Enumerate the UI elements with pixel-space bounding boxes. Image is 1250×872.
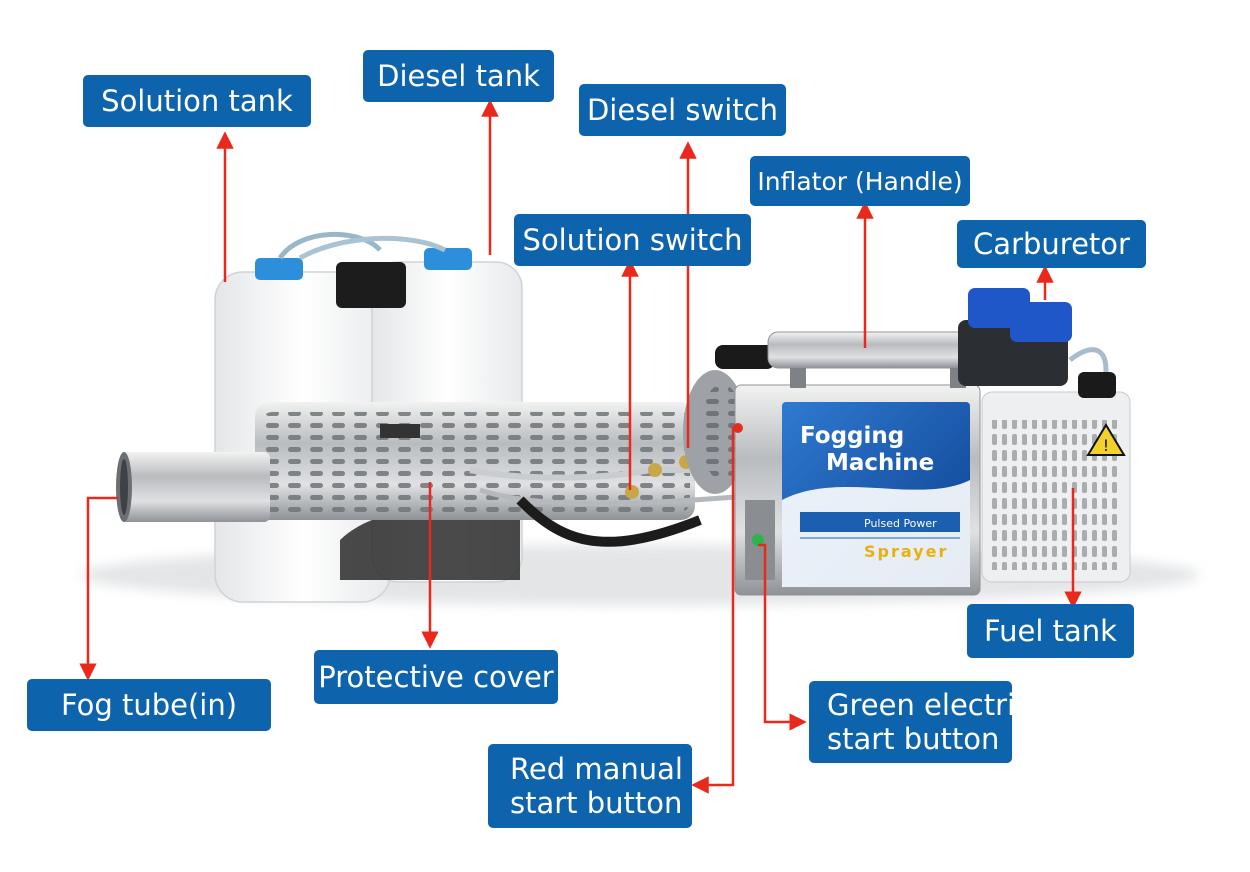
arrow-fog-tube — [79, 496, 118, 681]
label-green-start-line1: Green electric — [827, 688, 1032, 722]
label-fog-tube: Fog tube(in) — [27, 679, 271, 731]
label-solution-tank: Solution tank — [83, 75, 311, 127]
fog-tube — [116, 452, 270, 522]
protective-cover — [255, 402, 695, 520]
arrow-green-start — [758, 543, 807, 731]
inflator-handle — [715, 331, 989, 388]
label-red-start-button: Red manual start button — [488, 744, 692, 828]
label-green-start-button: Green electric start button — [809, 681, 1031, 763]
machine-body — [733, 384, 981, 596]
svg-text:!: ! — [1103, 436, 1109, 455]
label-diesel-switch: Diesel switch — [579, 84, 786, 136]
label-red-start-line1: Red manual — [510, 752, 683, 786]
badge-title-line2: Machine — [826, 450, 934, 476]
label-inflator: Inflator (Handle) — [750, 156, 970, 206]
label-green-start-line2: start button — [827, 722, 1000, 756]
badge-subtitle: Pulsed Power — [864, 517, 937, 530]
arrow-red-start — [691, 426, 740, 794]
badge-bottom: Sprayer — [864, 542, 948, 561]
label-fuel-tank: Fuel tank — [967, 604, 1134, 658]
badge-title-line1: Fogging — [800, 423, 904, 449]
diesel-tank-cap — [424, 248, 472, 270]
solution-tank-cap — [255, 258, 303, 280]
label-carburetor: Carburetor — [957, 220, 1146, 268]
label-diesel-tank: Diesel tank — [363, 50, 554, 102]
label-protective-cover: Protective cover — [314, 650, 558, 704]
shoulder-strap-buckle — [336, 262, 406, 308]
green-button-graphic — [752, 534, 764, 546]
carburetor — [958, 288, 1109, 386]
fuel-tank: ! — [981, 372, 1131, 583]
annotation-arrows — [79, 99, 1082, 794]
label-red-start-line2: start button — [510, 786, 683, 820]
label-solution-switch: Solution switch — [514, 214, 751, 266]
